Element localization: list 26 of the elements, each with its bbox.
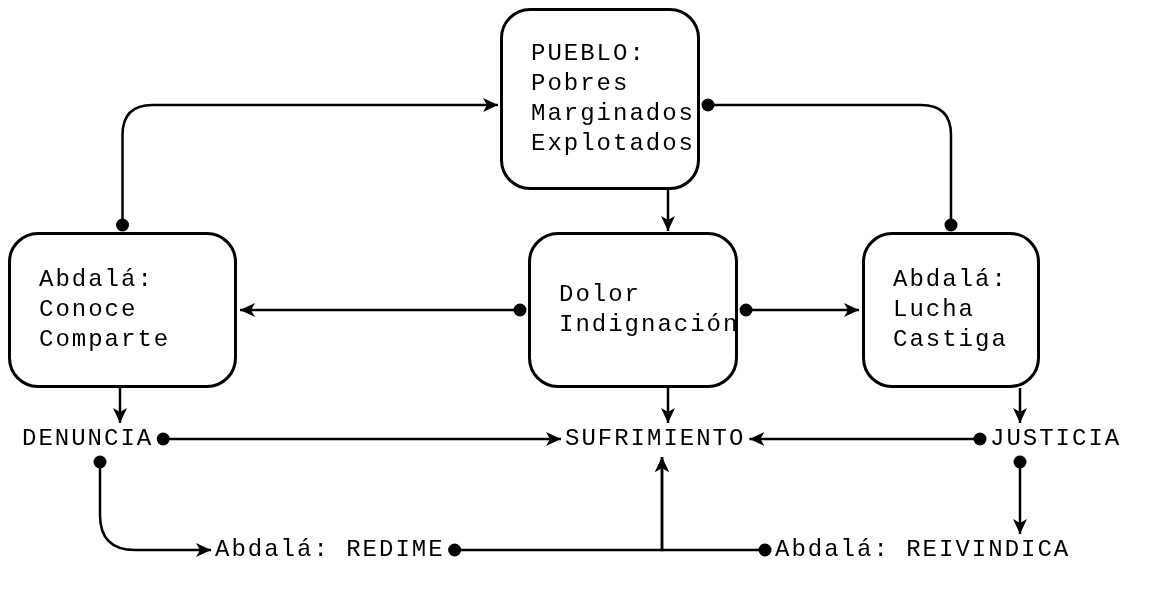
rounded-box [8,232,237,388]
arrow [749,432,987,446]
box-text: PUEBLO: Pobres Marginados Explotados [531,39,697,159]
rounded-box [528,232,738,388]
arrow [661,388,675,423]
node-label: Abdalá: REIVINDICA [775,535,1071,565]
arrow [113,388,127,423]
connector-line [701,98,958,232]
rounded-box [500,8,700,190]
arrow [116,98,498,232]
arrow [661,190,675,231]
arrow [1013,455,1027,534]
node-label: DENUNCIA [22,424,154,454]
arrow [240,303,527,317]
box-text: Abdalá: Conoce Comparte [39,265,172,355]
rounded-box [862,232,1040,388]
node-label: JUSTICIA [990,424,1122,454]
arrow [655,457,772,557]
box-text: Dolor Indignación [559,280,741,340]
node-label: Abdalá: REDIME [215,535,445,565]
arrow [156,432,561,446]
box-text: Abdalá: Lucha Castiga [893,265,1009,355]
arrow [1013,388,1027,423]
node-label: SUFRIMIENTO [565,424,746,454]
arrow [93,455,211,557]
arrow [739,303,859,317]
